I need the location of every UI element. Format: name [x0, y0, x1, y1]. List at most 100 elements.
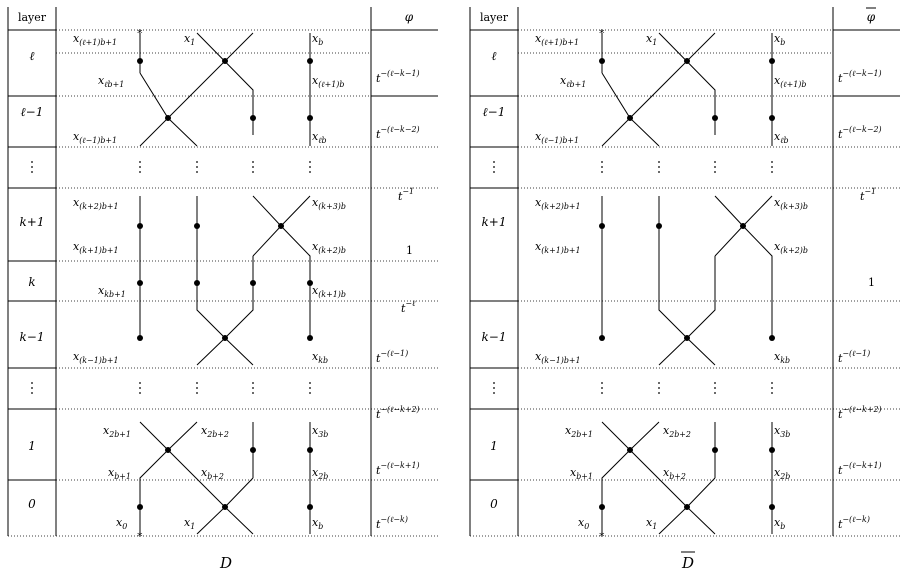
left-layer-label: k−1	[20, 330, 45, 344]
left-label-xk1b1-base: x	[73, 240, 80, 253]
left-label-xlm1-base: x	[73, 130, 80, 143]
left-layer-vdots-dot	[31, 387, 33, 389]
left-strand-dot	[137, 58, 143, 64]
right-strand-vdots-dot	[658, 392, 660, 394]
right-strand-vdots	[771, 161, 773, 173]
left-strand-vdots-dot	[139, 161, 141, 163]
left-strand-vdots	[309, 161, 311, 173]
left-strand-vdots-dot	[252, 171, 254, 173]
right-layer-label: ℓ−1	[483, 105, 506, 119]
right-label-x0-sub: 0	[584, 522, 589, 531]
right-label-x2b2-sub: 2b+2	[668, 430, 691, 439]
right-strand	[601, 421, 716, 535]
left-strand	[139, 32, 254, 147]
right-layer-label: 0	[490, 497, 498, 511]
right-strand	[658, 32, 716, 135]
left-layer-vdots	[31, 382, 33, 394]
right-crossing	[740, 223, 746, 229]
left-label-xlb-base: x	[312, 130, 319, 143]
left-strand-vdots-dot	[309, 166, 311, 168]
left-strand-dot	[307, 335, 313, 341]
left-label-xlb1-sub: ℓb+1	[104, 80, 124, 89]
right-strand-vdots-dot	[601, 387, 603, 389]
right-label-xb1-sub: b+1	[576, 472, 593, 481]
left-label-xb-bottom: xb	[312, 516, 323, 531]
left-label-x2b1-base: x	[103, 424, 110, 437]
left-label-xb2: xb+2	[201, 466, 224, 481]
right-header-phi: φ	[867, 10, 876, 24]
right-strand-dot	[769, 115, 775, 121]
right-phi-value-sup: −(ℓ−k−1)	[842, 69, 881, 78]
right-layer-vdots	[493, 161, 495, 173]
right-strand-vdots-dot	[601, 171, 603, 173]
left-crossing	[165, 447, 171, 453]
left-label-x1-bottom: x1	[184, 516, 195, 531]
right-layer-label: ℓ	[492, 49, 497, 63]
right-layer-vdots-dot	[493, 166, 495, 168]
right-strand-dot	[599, 335, 605, 341]
right-strand	[658, 283, 716, 366]
right-label-xkm1b1-base: x	[535, 350, 542, 363]
right-label-xlb1: xℓb+1	[560, 74, 586, 89]
right-layer-label: k−1	[482, 330, 507, 344]
left-label-xkm1b1-base: x	[73, 350, 80, 363]
right-top-star: *	[599, 27, 605, 40]
right-strand-vdots-dot	[771, 171, 773, 173]
left-phi-value-base: t	[376, 128, 381, 141]
left-label-x2b1: x2b+1	[103, 424, 131, 439]
right-strand-vdots-dot	[714, 171, 716, 173]
right-label-x2b-sub: 2b	[779, 472, 790, 481]
right-label-x2b1: x2b+1	[565, 424, 593, 439]
left-label-xkm1b1-sub: (k−1)b+1	[79, 356, 118, 365]
right-label-x2b2-base: x	[663, 424, 670, 437]
right-strand-vdots-dot	[601, 392, 603, 394]
right-label-xkm1b1: x(k−1)b+1	[535, 350, 581, 365]
right-label-xlm1-sub: (ℓ−1)b+1	[541, 136, 579, 145]
right-strand-vdots-dot	[658, 166, 660, 168]
right-label-xkb-sub: kb	[780, 356, 790, 365]
right-phi-value-base: t	[860, 190, 865, 203]
left-strand-dot	[307, 115, 313, 121]
right-label-x2b1-sub: 2b+1	[570, 430, 593, 439]
left-strand-vdots-dot	[309, 392, 311, 394]
right-label-xlb: xℓb	[774, 130, 789, 145]
right-label-xk2b1-base: x	[535, 196, 542, 209]
left-strand-dot	[137, 223, 143, 229]
right-phi-value: 1	[868, 276, 875, 289]
left-label-xk3b-sub: (k+3)b	[318, 202, 346, 211]
left-strand-vdots-dot	[309, 387, 311, 389]
right-phi-value: t−(ℓ−k+2)	[838, 405, 882, 421]
right-layer-vdots-dot	[493, 161, 495, 163]
left-strand-vdots-dot	[139, 387, 141, 389]
left-label-xkb1-base: x	[98, 284, 105, 297]
left-strand-dot	[137, 504, 143, 510]
right-header-layer: layer	[480, 11, 509, 24]
left-strand-dot	[137, 280, 143, 286]
left-label-x0: x0	[116, 516, 127, 531]
left-strand-vdots-dot	[139, 382, 141, 384]
left-label-x1-top-sub: 1	[190, 38, 195, 47]
right-label-xb2-base: x	[663, 466, 670, 479]
left-label-x1-top-base: x	[184, 32, 191, 45]
right-strand	[601, 32, 716, 147]
left-label-xb-top: xb	[312, 32, 323, 47]
right-strand-dot	[769, 335, 775, 341]
left-label-xk2b1-base: x	[73, 196, 80, 209]
right-label-xl1b-base: x	[774, 74, 781, 87]
left-strand-vdots-dot	[252, 392, 254, 394]
right-phi-value-base: t	[838, 408, 843, 421]
left-layer-vdots-dot	[31, 161, 33, 163]
left-phi-value: t−(ℓ−k+2)	[376, 405, 420, 421]
left-phi-value-base: t	[376, 408, 381, 421]
left-layer-vdots	[31, 161, 33, 173]
left-crossing	[222, 504, 228, 510]
right-crossing	[684, 335, 690, 341]
right-label-x1-bottom-sub: 1	[652, 522, 657, 531]
right-label-xk1b1-sub: (k+1)b+1	[541, 246, 580, 255]
right-label-x1-top-base: x	[646, 32, 653, 45]
left-label-xk2b: x(k+2)b	[312, 240, 346, 255]
left-phi-value-base: t	[376, 464, 381, 477]
left-label-x0-sub: 0	[122, 522, 127, 531]
right-strand-vdots-dot	[658, 171, 660, 173]
right-label-x2b-base: x	[774, 466, 781, 479]
